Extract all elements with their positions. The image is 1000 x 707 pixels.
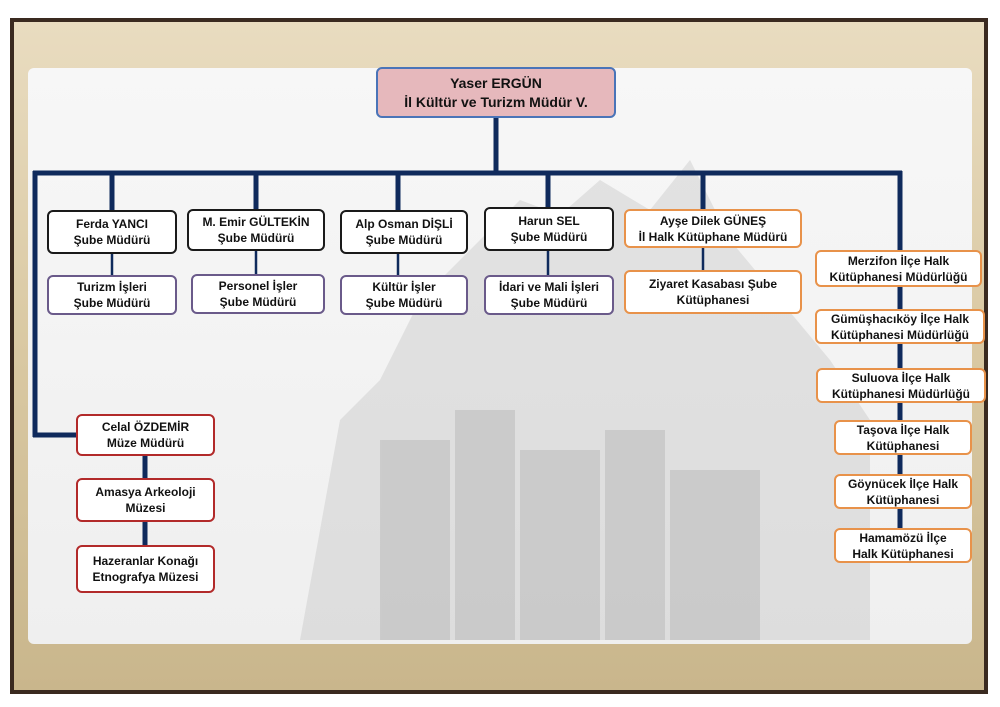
museum-unit-box-archaeology: Amasya Arkeoloji Müzesi	[76, 478, 215, 522]
sub-unit-box-personnel-affairs: Personel İşler Şube Müdürü	[191, 274, 325, 314]
museum-director-title: Müze Müdürü	[106, 436, 185, 450]
district-library-box-merzifon: Merzifon İlçe Halk Kütüphanesi Müdürlüğü	[815, 250, 982, 287]
branch-manager-box-ferda-yanci: Ferda YANCI Şube Müdürü	[47, 210, 177, 254]
branch-manager-box-emir-gultekin: M. Emir GÜLTEKİN Şube Müdürü	[187, 209, 325, 251]
sub-unit-line-1: Personel İşler	[218, 279, 298, 293]
sub-unit-line-2: Şube Müdürü	[365, 296, 443, 310]
sub-unit-line-1: Turizm İşleri	[77, 280, 147, 294]
branch-manager-name: Alp Osman DİŞLİ	[355, 217, 453, 231]
museum-unit-line-2: Müzesi	[125, 501, 166, 515]
library-branch-box-ziyaret: Ziyaret Kasabası Şube Kütüphanesi	[624, 270, 802, 314]
branch-manager-title: Şube Müdürü	[217, 231, 295, 245]
district-library-line-2: Halk Kütüphanesi	[852, 546, 954, 561]
root-title: İl Kültür ve Turizm Müdür V.	[404, 93, 588, 110]
district-library-line-1: Gümüşhacıköy İlçe Halk	[830, 311, 970, 326]
museum-director-box: Celal ÖZDEMİR Müze Müdürü	[76, 414, 215, 456]
sub-unit-line-2: Şube Müdürü	[73, 296, 151, 310]
district-library-box-goynucek: Göynücek İlçe Halk Kütüphanesi	[834, 474, 972, 509]
district-library-line-1: Hamamözü İlçe	[859, 530, 947, 545]
museum-director-name: Celal ÖZDEMİR	[101, 420, 190, 434]
sub-unit-line-1: İdari ve Mali İşleri	[498, 280, 600, 294]
branch-manager-title: Şube Müdürü	[510, 230, 588, 244]
branch-manager-name: Ferda YANCI	[75, 217, 149, 231]
sub-unit-line-1: Kültür İşler	[372, 280, 436, 294]
museum-unit-box-ethnography: Hazeranlar Konağı Etnografya Müzesi	[76, 545, 215, 593]
sub-unit-box-admin-finance: İdari ve Mali İşleri Şube Müdürü	[484, 275, 614, 315]
district-library-line-2: Kütüphanesi Müdürlüğü	[831, 327, 969, 342]
museum-unit-line-2: Etnografya Müzesi	[92, 570, 199, 584]
sub-unit-box-tourism-affairs: Turizm İşleri Şube Müdürü	[47, 275, 177, 315]
district-library-box-gumushacikoy: Gümüşhacıköy İlçe Halk Kütüphanesi Müdür…	[815, 309, 985, 344]
root-name: Yaser ERGÜN	[450, 74, 542, 91]
district-library-box-suluova: Suluova İlçe Halk Kütüphanesi Müdürlüğü	[816, 368, 986, 403]
branch-manager-name: Harun SEL	[518, 214, 580, 228]
museum-unit-line-1: Amasya Arkeoloji	[95, 485, 196, 499]
library-director-name: Ayşe Dilek GÜNEŞ	[659, 213, 767, 228]
library-branch-line-1: Ziyaret Kasabası Şube	[648, 277, 778, 291]
root-director-box: Yaser ERGÜN İl Kültür ve Turizm Müdür V.	[376, 67, 616, 118]
district-library-line-1: Suluova İlçe Halk	[851, 370, 951, 385]
branch-manager-box-alp-osman-disli: Alp Osman DİŞLİ Şube Müdürü	[340, 210, 468, 254]
library-director-box: Ayşe Dilek GÜNEŞ İl Halk Kütüphane Müdür…	[624, 209, 802, 248]
sub-unit-box-culture-affairs: Kültür İşler Şube Müdürü	[340, 275, 468, 315]
district-library-line-2: Kütüphanesi Müdürlüğü	[829, 269, 968, 284]
branch-manager-box-harun-sel: Harun SEL Şube Müdürü	[484, 207, 614, 251]
district-library-line-1: Taşova İlçe Halk	[856, 422, 950, 437]
sub-unit-line-2: Şube Müdürü	[219, 295, 297, 309]
district-library-box-tasova: Taşova İlçe Halk Kütüphanesi	[834, 420, 972, 455]
district-library-line-2: Kütüphanesi	[866, 492, 940, 507]
district-library-box-hamamozu: Hamamözü İlçe Halk Kütüphanesi	[834, 528, 972, 563]
branch-manager-name: M. Emir GÜLTEKİN	[202, 215, 310, 229]
district-library-line-1: Merzifon İlçe Halk	[847, 253, 950, 268]
library-branch-line-2: Kütüphanesi	[676, 293, 750, 307]
district-library-line-2: Kütüphanesi Müdürlüğü	[832, 386, 970, 401]
library-director-title: İl Halk Kütüphane Müdürü	[638, 229, 788, 244]
district-library-line-1: Göynücek İlçe Halk	[847, 476, 959, 491]
museum-unit-line-1: Hazeranlar Konağı	[92, 554, 199, 568]
district-library-line-2: Kütüphanesi	[866, 438, 940, 453]
sub-unit-line-2: Şube Müdürü	[510, 296, 588, 310]
branch-manager-title: Şube Müdürü	[73, 233, 151, 247]
branch-manager-title: Şube Müdürü	[365, 233, 443, 247]
